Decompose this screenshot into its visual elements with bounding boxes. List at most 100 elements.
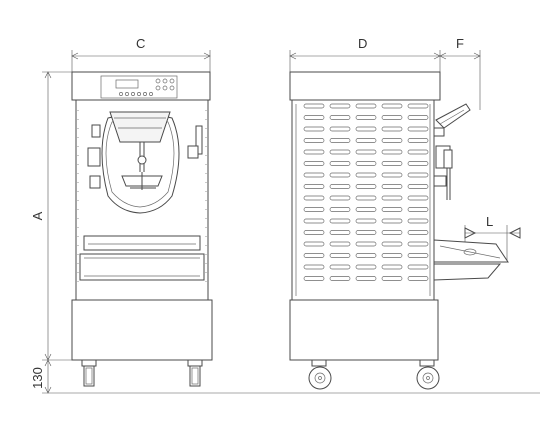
louvre-slot	[303, 184, 325, 189]
louvre-slot	[381, 276, 403, 281]
louvre-slot	[303, 172, 325, 178]
front-caster-right	[187, 359, 203, 387]
side-top-panel	[289, 71, 441, 101]
louvre-slot	[329, 195, 351, 201]
louvre-slot	[329, 126, 351, 132]
louvre-slot	[329, 149, 351, 155]
louvre-slot	[355, 241, 377, 247]
louvre-slot	[407, 184, 429, 189]
side-door-assembly	[433, 103, 509, 281]
louvre-slot	[355, 195, 377, 201]
louvre-slot	[407, 115, 429, 120]
dimension-a: A	[30, 71, 76, 361]
louvre-slot	[381, 184, 403, 189]
louvre-slot	[329, 276, 351, 281]
louvre-slot	[303, 276, 325, 281]
louvre-slot	[381, 103, 403, 109]
louvre-slot	[329, 172, 351, 178]
louvre-slot	[303, 253, 325, 258]
louvre-slot	[329, 230, 351, 235]
louvre-slot	[329, 218, 351, 224]
cylinder-door	[101, 111, 180, 214]
louvre-slot	[407, 195, 429, 201]
louvre-slot	[381, 241, 403, 247]
louvre-slot	[381, 218, 403, 224]
louvre-slot	[355, 161, 377, 166]
louvre-slot	[329, 253, 351, 258]
louvre-slot	[355, 264, 377, 270]
louvre-slot	[303, 230, 325, 235]
louvre-slot	[381, 264, 403, 270]
control-buttons	[119, 78, 175, 96]
louvre-slot	[355, 218, 377, 224]
louvre-slot	[381, 172, 403, 178]
louvre-slot	[329, 207, 351, 212]
louvre-slot	[303, 149, 325, 155]
dimension-130-label: 130	[30, 367, 45, 389]
louvre-slot	[407, 207, 429, 212]
louvre-slot	[303, 115, 325, 120]
dimension-f-label: F	[456, 36, 464, 51]
louvre-slot	[355, 276, 377, 281]
front-hinges	[87, 124, 101, 189]
louvre-slot	[381, 230, 403, 235]
drip-tray	[79, 235, 205, 281]
louvre-slot	[329, 264, 351, 270]
louvre-slot	[407, 138, 429, 143]
dimension-f: F	[439, 36, 481, 110]
louvre-slot	[303, 138, 325, 143]
louvre-slot	[407, 241, 429, 247]
louvre-slot	[381, 126, 403, 132]
louvre-slot	[355, 138, 377, 143]
side-base	[289, 299, 439, 361]
louvre-slot	[329, 103, 351, 109]
display-screen	[115, 79, 139, 89]
front-rivets	[77, 110, 207, 290]
louvre-slot	[329, 241, 351, 247]
louvre-slot	[381, 115, 403, 120]
louvre-slot	[381, 138, 403, 143]
louvre-slot	[303, 218, 325, 224]
louvre-slot	[381, 161, 403, 166]
dimension-d: D	[289, 36, 441, 72]
louvre-slot	[407, 276, 429, 281]
louvre-slot	[303, 195, 325, 201]
louvre-slot	[381, 207, 403, 212]
louvre-slot	[355, 230, 377, 235]
louvre-slot	[407, 253, 429, 258]
louvre-slot	[329, 115, 351, 120]
louvre-slot	[407, 161, 429, 166]
dimension-d-label: D	[358, 36, 367, 51]
dimension-130: 130	[30, 359, 540, 394]
louvre-slot	[355, 115, 377, 120]
louvre-slot	[355, 149, 377, 155]
front-caster-left	[81, 359, 97, 387]
louvre-slot	[381, 195, 403, 201]
louvre-slot	[303, 103, 325, 109]
ventilation-grille	[303, 103, 429, 281]
louvre-slot	[303, 126, 325, 132]
louvre-slot	[381, 149, 403, 155]
louvre-slot	[355, 184, 377, 189]
dimension-c-label: C	[136, 36, 145, 51]
dimension-l-label: L	[486, 214, 493, 229]
louvre-slot	[355, 103, 377, 109]
front-control-panel	[71, 71, 211, 101]
side-caster-left	[308, 359, 332, 390]
louvre-slot	[355, 253, 377, 258]
side-caster-right	[416, 359, 440, 390]
dimension-a-label: A	[30, 211, 45, 220]
louvre-slot	[407, 103, 429, 109]
louvre-slot	[303, 161, 325, 166]
front-view	[71, 71, 213, 387]
louvre-slot	[329, 184, 351, 189]
louvre-slot	[407, 172, 429, 178]
louvre-slot	[329, 138, 351, 143]
louvre-slot	[303, 264, 325, 270]
louvre-slot	[407, 230, 429, 235]
front-base	[71, 299, 213, 361]
side-view	[289, 71, 509, 390]
louvre-slot	[303, 207, 325, 212]
louvre-slot	[303, 241, 325, 247]
